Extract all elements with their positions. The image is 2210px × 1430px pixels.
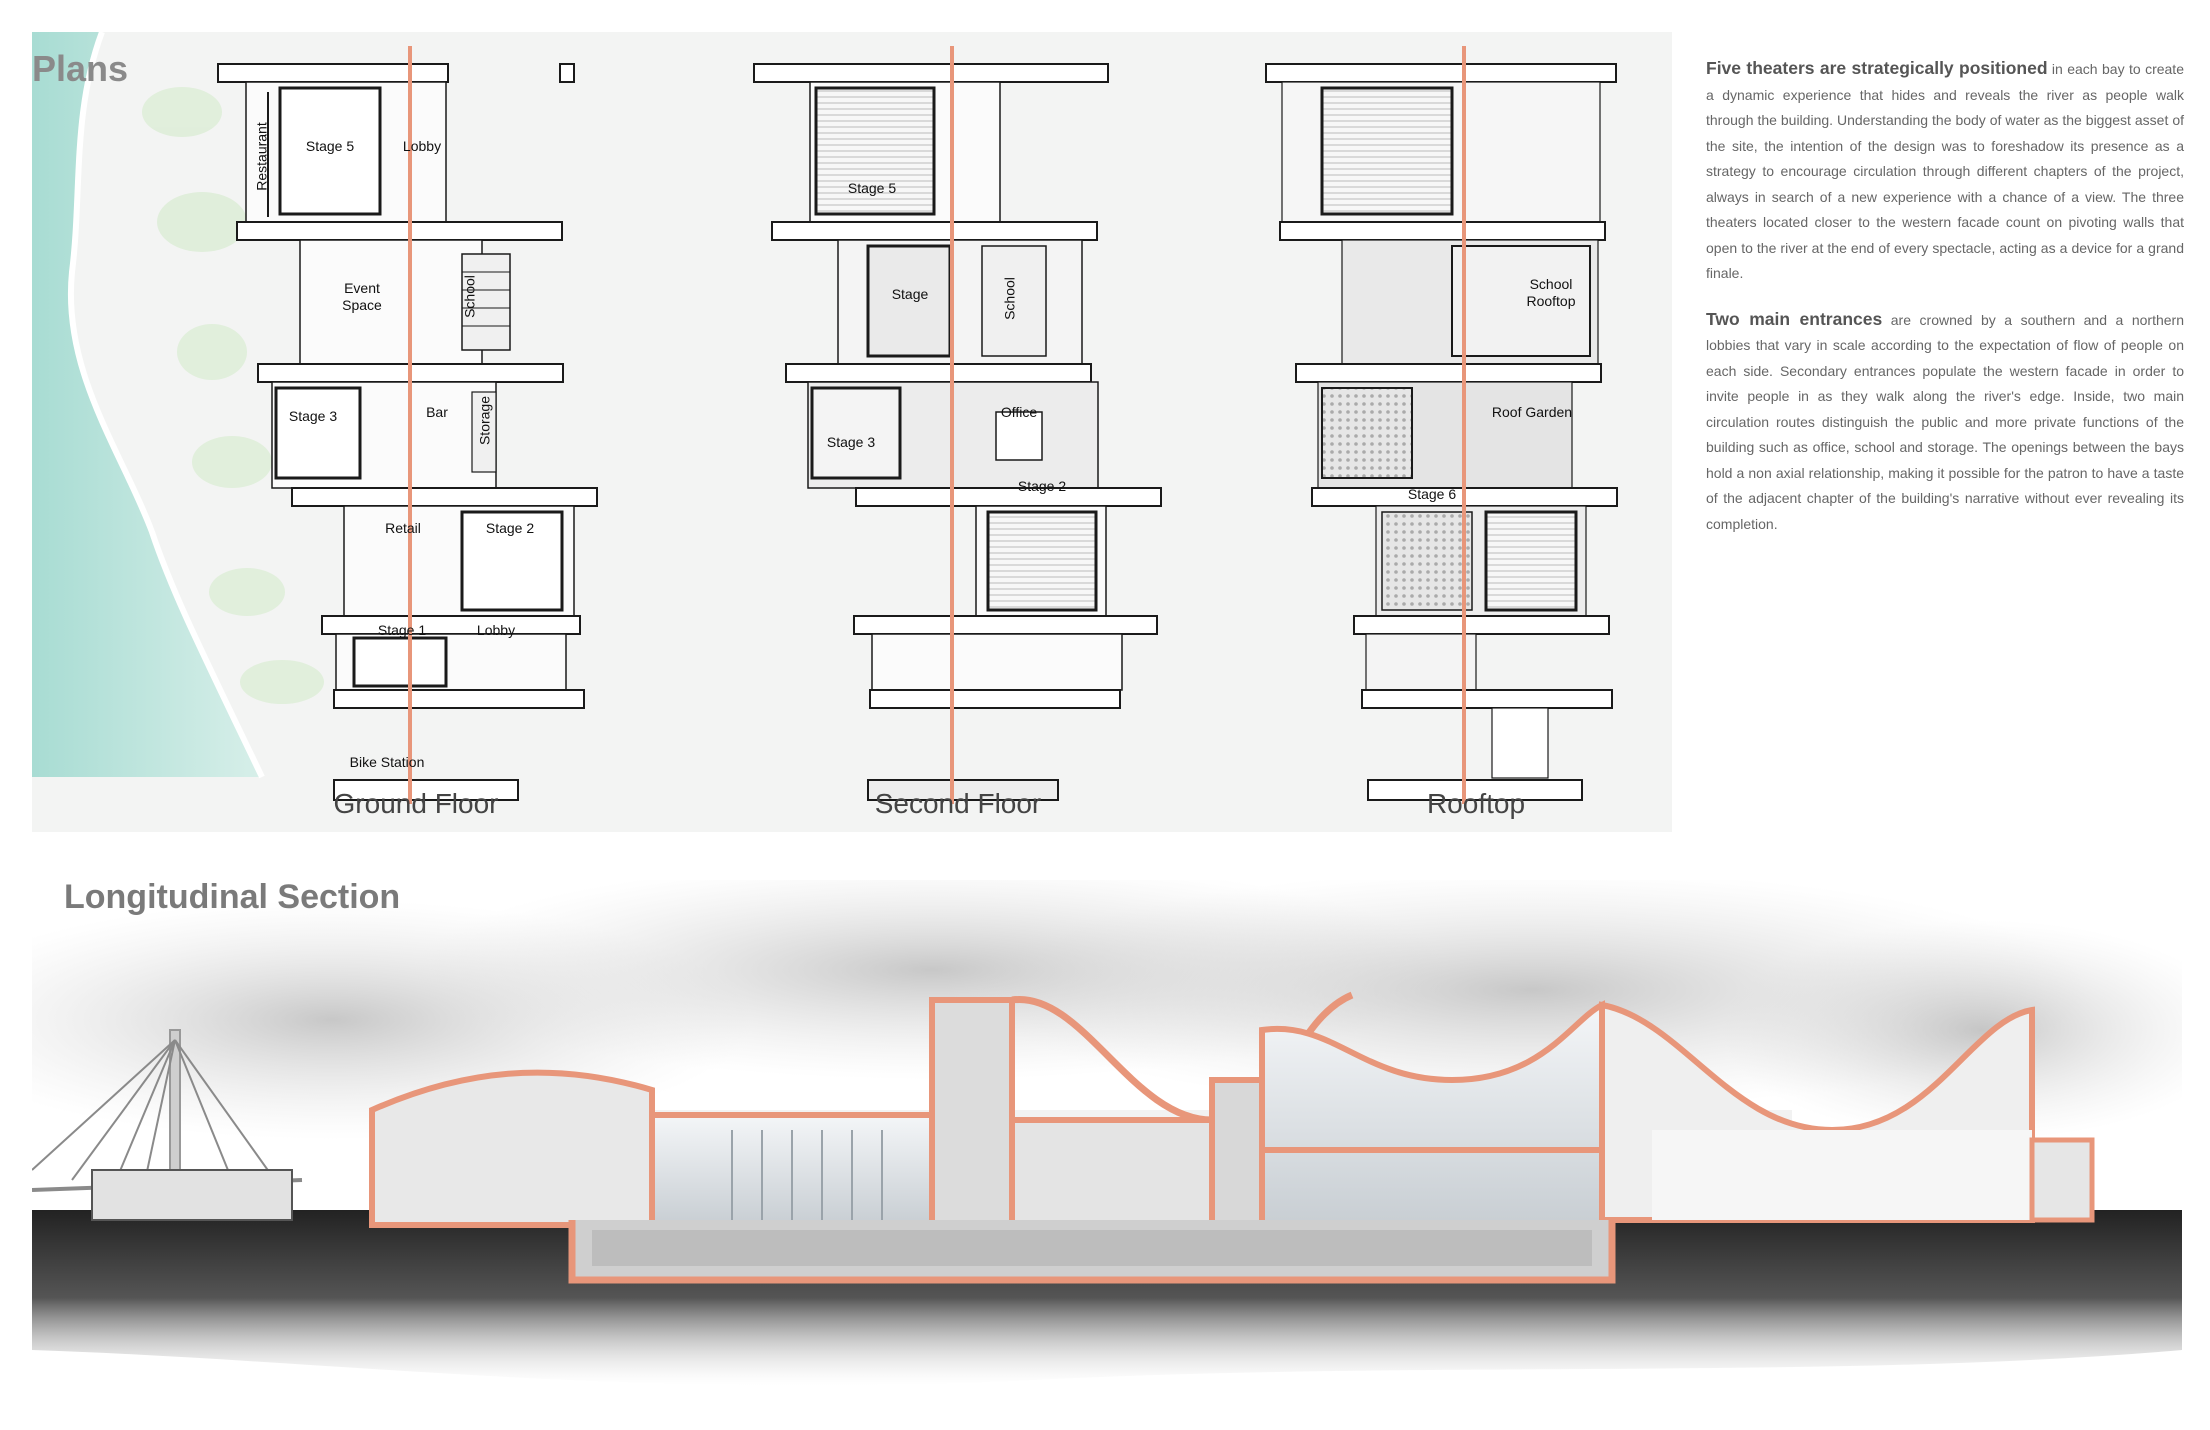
room-label: Office — [1000, 404, 1038, 420]
room-label: Stage 3 — [826, 434, 876, 450]
building-section — [369, 991, 2095, 1284]
landscape-greenery — [142, 87, 324, 704]
description-paragraph-1: Five theaters are strategically position… — [1706, 56, 2184, 287]
room-label: Stage 1 — [377, 622, 427, 638]
plans-drawing — [32, 32, 1618, 804]
floor-caption-ground: Ground Floor — [333, 788, 499, 819]
floor-caption-rooftop: Rooftop — [1426, 788, 1526, 819]
room-label: Storage — [476, 395, 493, 446]
paragraph-body: in each bay to create a dynamic experien… — [1706, 61, 2184, 281]
room-label: Event Space — [342, 280, 382, 313]
ground-floor-plan — [217, 63, 598, 801]
sky-clouds — [32, 880, 2182, 1140]
plans-panel: Restaurant Stage 5 Lobby Event Space Sch… — [32, 32, 1672, 832]
paragraph-lead: Two main entrances — [1706, 308, 1883, 329]
room-label: Stage 2 — [1017, 478, 1067, 494]
room-label: Bar — [426, 404, 448, 420]
river-water — [32, 32, 262, 777]
room-label: Stage — [891, 286, 929, 302]
room-label: Bike Station — [349, 754, 425, 770]
room-label: Stage 5 — [305, 138, 355, 154]
room-label: Lobby — [402, 138, 442, 154]
room-label: Stage 2 — [485, 520, 535, 536]
paragraph-body: are crowned by a southern and a northern… — [1706, 311, 2184, 532]
room-label: School — [461, 275, 478, 318]
longitudinal-section-drawing — [32, 880, 2182, 1386]
room-label: School — [1001, 277, 1018, 320]
room-label: Retail — [385, 520, 421, 536]
rooftop-plan — [1265, 63, 1618, 801]
description-paragraph-2: Two main entrances are crowned by a sout… — [1706, 307, 2184, 538]
room-label: Stage 6 — [1407, 486, 1457, 502]
description-column: Five theaters are strategically position… — [1706, 56, 2184, 557]
floor-caption-second: Second Floor — [874, 788, 1042, 819]
room-label: Stage 3 — [288, 408, 338, 424]
room-label: Stage 5 — [847, 180, 897, 196]
paragraph-lead: Five theaters are strategically position… — [1706, 58, 2048, 78]
room-label: Roof Garden — [1491, 404, 1573, 420]
room-label: School Rooftop — [1526, 276, 1576, 309]
second-floor-plan — [753, 63, 1162, 801]
room-label: Restaurant — [253, 122, 270, 191]
room-label: Lobby — [476, 622, 516, 638]
plans-title: Plans — [32, 48, 129, 89]
adjacent-building — [91, 1169, 293, 1221]
